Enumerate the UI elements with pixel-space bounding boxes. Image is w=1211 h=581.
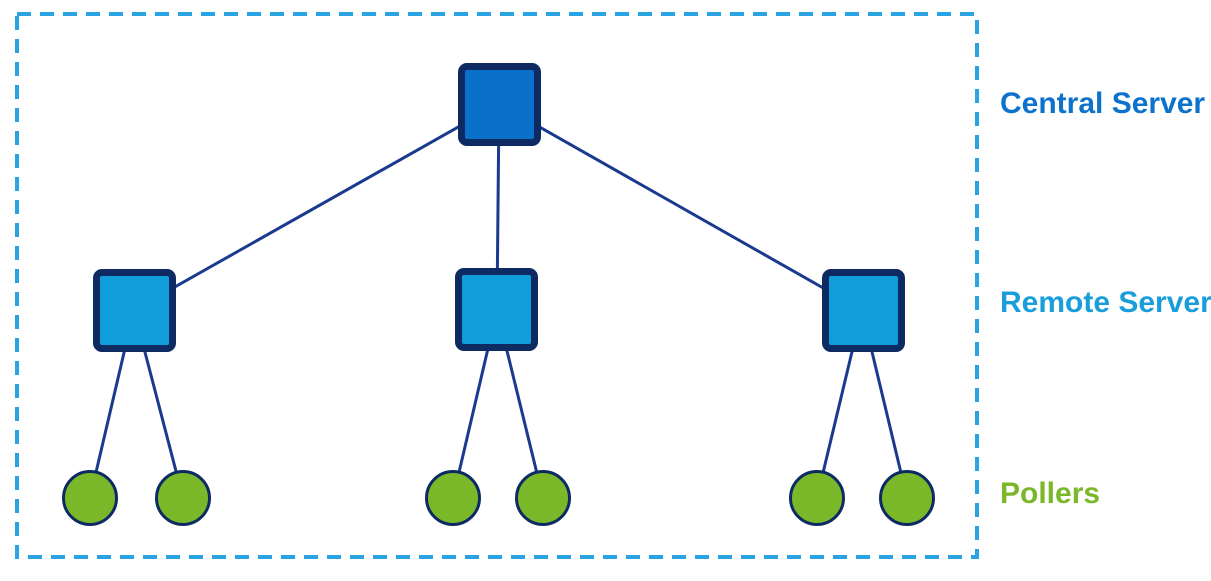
poller-node-6 xyxy=(879,470,935,526)
central-server-label: Central Server xyxy=(1000,87,1206,120)
poller-node-5 xyxy=(789,470,845,526)
remote-server-node-3 xyxy=(822,269,905,352)
poller-node-4 xyxy=(515,470,571,526)
remote-servers-label: Remote Servers xyxy=(1000,286,1211,319)
deployment-boundary-box xyxy=(15,12,979,559)
connector-central-to-remote-3 xyxy=(498,102,863,312)
poller-node-2 xyxy=(155,470,211,526)
poller-node-1 xyxy=(62,470,118,526)
poller-node-3 xyxy=(425,470,481,526)
remote-server-node-2 xyxy=(455,268,538,351)
connector-central-to-remote-1 xyxy=(133,102,500,312)
central-server-node xyxy=(458,63,541,146)
remote-server-node-1 xyxy=(93,269,176,352)
pollers-label: Pollers xyxy=(1000,477,1101,510)
